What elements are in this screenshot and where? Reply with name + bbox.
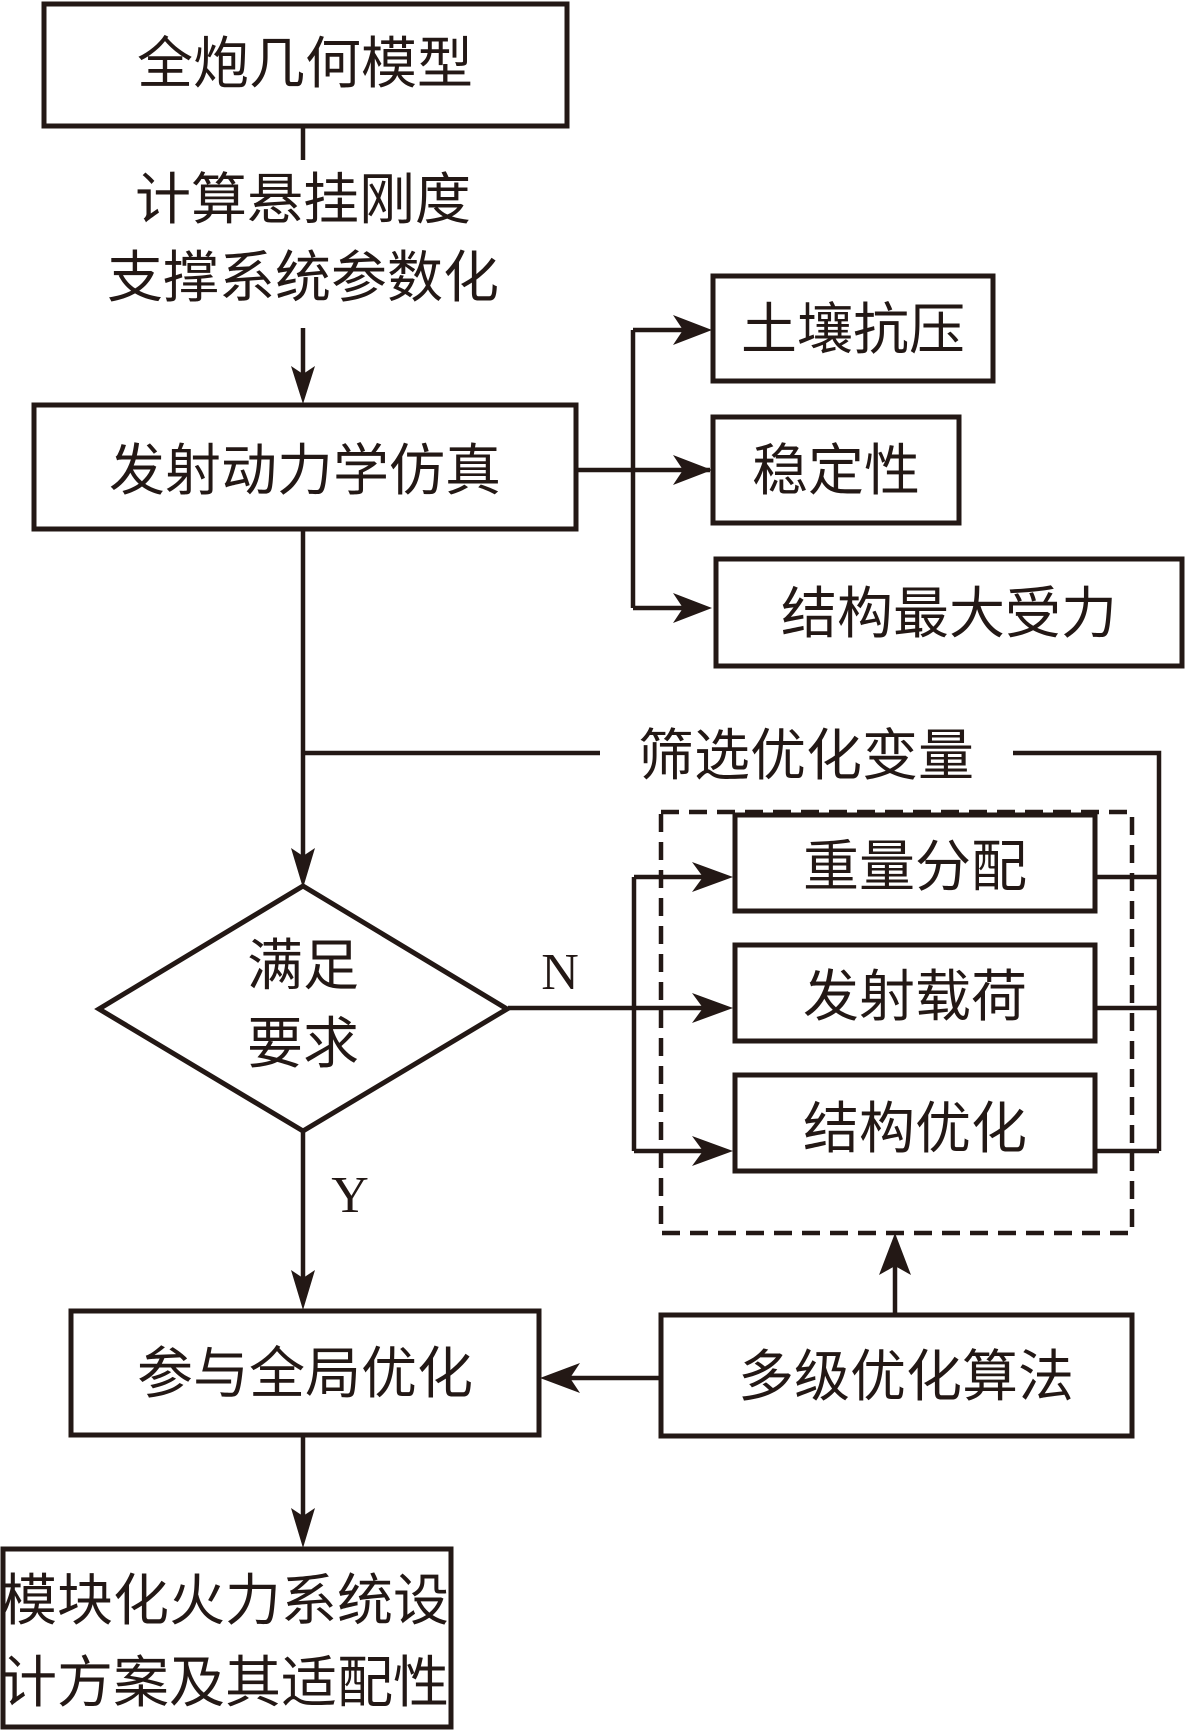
arrowhead-down [291, 1270, 315, 1310]
arrowhead-up [879, 1233, 911, 1275]
arrowhead-right [692, 993, 733, 1023]
node-multilevel-alg[interactable]: 多级优化算法 [658, 1312, 1135, 1439]
node-launch-sim-label: 发射动力学仿真 [109, 439, 501, 504]
node-global-opt-label: 参与全局优化 [137, 1342, 473, 1407]
node-weight-dist-label: 重量分配 [803, 835, 1027, 900]
optimization-group-dashed-border [658, 809, 1135, 1236]
node-soil-pressure-label: 土壤抗压 [741, 298, 965, 363]
arrowhead-left [540, 1363, 580, 1393]
node-soil-pressure[interactable]: 土壤抗压 [710, 273, 996, 384]
edge-label-no: N [541, 944, 579, 1001]
arrowhead-right [692, 862, 733, 892]
node-launch-load[interactable]: 发射载荷 [732, 942, 1098, 1044]
arrowhead-right [692, 1136, 733, 1166]
node-decision-line-1: 满足 [247, 934, 359, 999]
screen-vars-label: 筛选优化变量 [638, 724, 974, 789]
node-final-design[interactable]: 模块化火力系统设 计方案及其适配性 [0, 1546, 454, 1730]
node-multilevel-alg-label: 多级优化算法 [738, 1345, 1074, 1410]
edge-label-yes: Y [331, 1167, 369, 1224]
param-note: 计算悬挂刚度 支撑系统参数化 [107, 168, 499, 311]
node-geometry-model[interactable]: 全炮几何模型 [41, 1, 570, 129]
node-weight-dist[interactable]: 重量分配 [732, 812, 1098, 914]
node-max-force[interactable]: 结构最大受力 [713, 556, 1185, 669]
node-stability[interactable]: 稳定性 [710, 414, 962, 526]
node-geometry-model-label: 全炮几何模型 [137, 32, 473, 97]
screen-vars-label-group: 筛选优化变量 [638, 724, 974, 789]
arrowhead-down [291, 366, 315, 404]
arrowhead-down [291, 848, 315, 888]
param-note-line-1: 计算悬挂刚度 [135, 168, 471, 233]
connector-feedback-right [1013, 750, 1162, 1151]
node-launch-sim[interactable]: 发射动力学仿真 [31, 402, 579, 532]
node-struct-opt[interactable]: 结构优化 [732, 1072, 1098, 1174]
node-global-opt[interactable]: 参与全局优化 [68, 1308, 542, 1438]
arrowhead-right [673, 593, 712, 623]
node-final-design-line-1: 模块化火力系统设 [1, 1569, 449, 1634]
node-max-force-label: 结构最大受力 [781, 582, 1117, 647]
node-struct-opt-label: 结构优化 [803, 1097, 1027, 1162]
param-note-line-2: 支撑系统参数化 [107, 246, 499, 311]
node-final-design-line-2: 计方案及其适配性 [1, 1651, 449, 1716]
arrowhead-right [673, 455, 712, 485]
arrowhead-down [291, 1508, 315, 1548]
node-decision-line-2: 要求 [247, 1012, 359, 1077]
node-decision[interactable]: 满足 要求 [94, 883, 512, 1134]
arrowhead-right [673, 315, 712, 345]
connectors [291, 127, 1162, 1548]
node-launch-load-label: 发射载荷 [803, 965, 1027, 1030]
node-stability-label: 稳定性 [752, 439, 920, 504]
